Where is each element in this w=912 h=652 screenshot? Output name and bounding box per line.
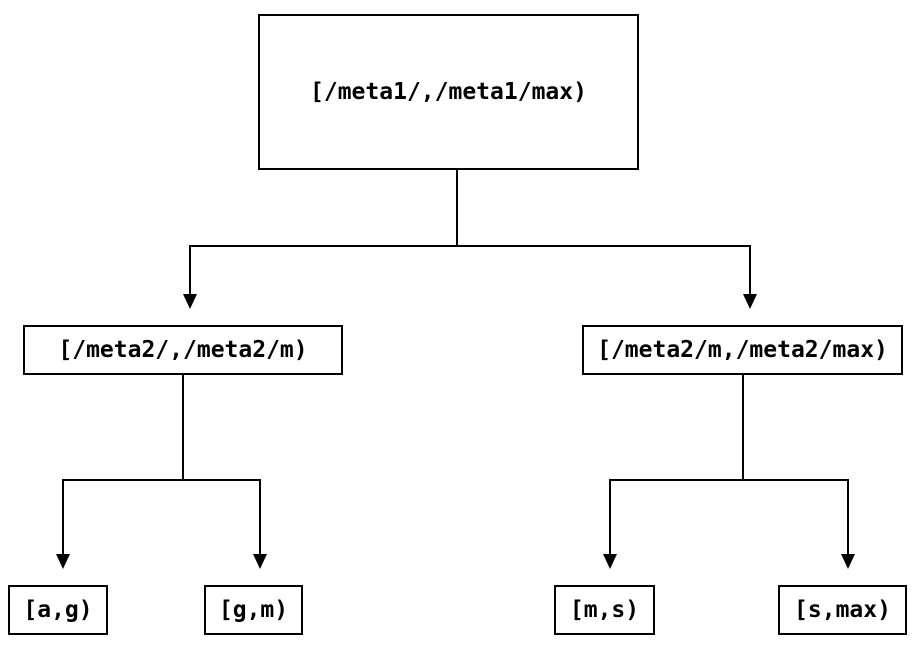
arrowhead-down-icon [603,554,617,569]
tree-node-leaf-range-ag: [a,g) [8,585,108,635]
arrowhead-down-icon [56,554,70,569]
edge-left-child-to-leaves [56,375,267,569]
tree-node-leaf-range-smax: [s,max) [778,585,907,635]
edge-root-to-children [183,170,757,309]
tree-node-leaf-range-gm: [g,m) [204,585,303,635]
arrowhead-down-icon [743,294,757,309]
arrowhead-down-icon [253,554,267,569]
tree-node-meta2-left-range: [/meta2/,/meta2/m) [23,325,343,375]
tree-node-root-range: [/meta1/,/meta1/max) [258,14,639,170]
tree-node-meta2-right-range: [/meta2/m,/meta2/max) [582,325,903,375]
arrowhead-down-icon [841,554,855,569]
tree-node-leaf-range-ms: [m,s) [554,585,655,635]
arrowhead-down-icon [183,294,197,309]
edge-right-child-to-leaves [603,375,855,569]
